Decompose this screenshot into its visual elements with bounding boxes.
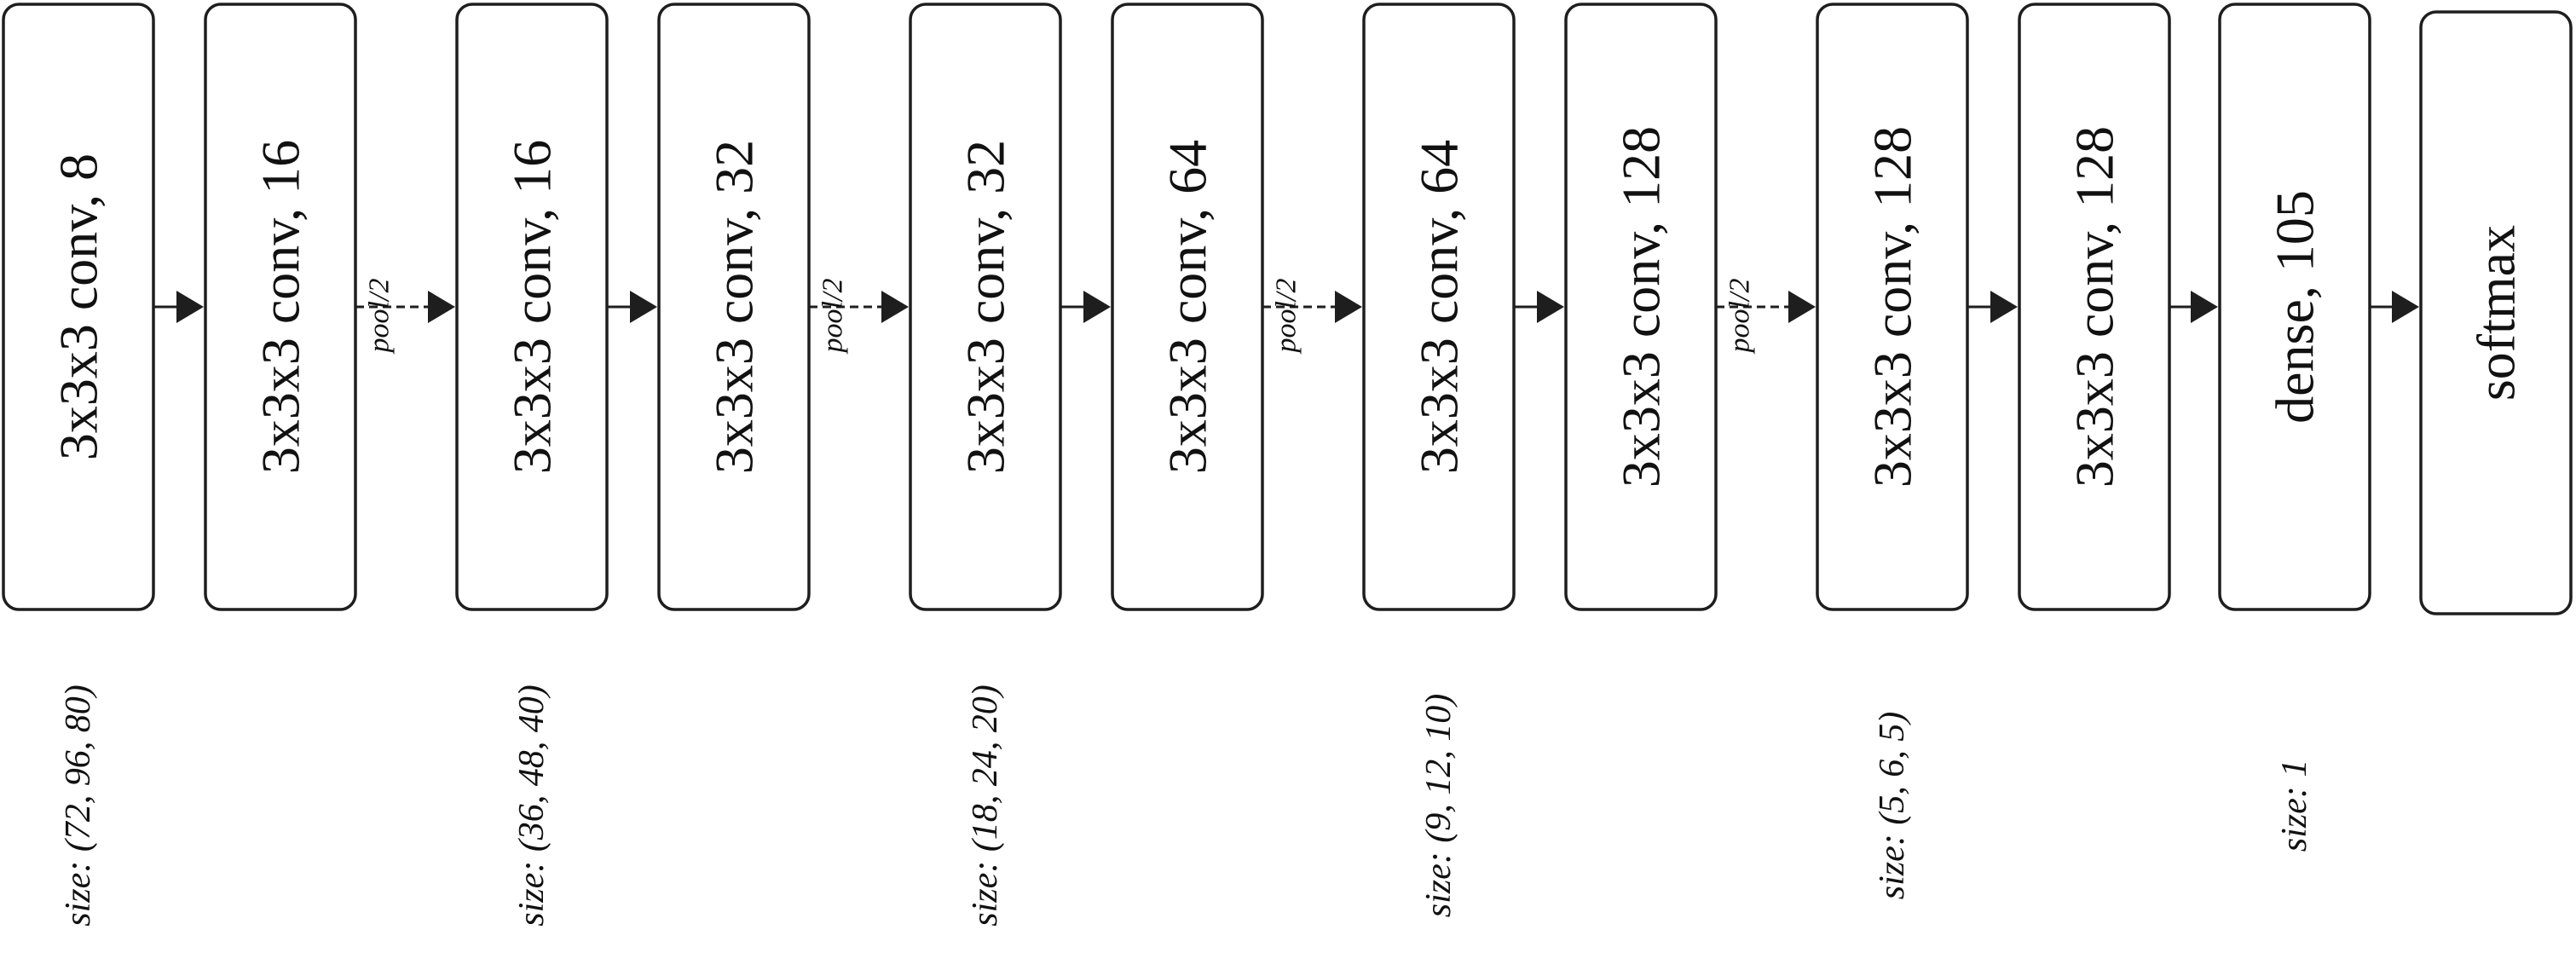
size-label-4: size: (9, 12, 10) [1419,694,1458,917]
pool-label-8: pool/2 [1724,279,1756,355]
arrow-head-6 [1335,291,1362,323]
layer-label-9: 3x3x3 conv, 128 [1863,126,1923,488]
pool-label-6: pool/2 [1271,279,1302,355]
size-label-1: size: (72, 96, 80) [59,684,98,926]
layer-label-10: 3x3x3 conv, 128 [2065,126,2125,488]
layer-label-11: dense, 105 [2265,190,2325,424]
arrow-head-4 [881,291,909,323]
arrow-head-9 [1990,291,2018,323]
arrow-head-3 [630,291,657,323]
layer-label-6: 3x3x3 conv, 64 [1158,140,1218,474]
arrow-head-11 [2392,291,2419,323]
layer-label-3: 3x3x3 conv, 16 [502,140,563,474]
layer-label-1: 3x3x3 conv, 8 [49,153,109,460]
layer-box-12 [2419,10,2573,615]
layer-label-12: softmax [2466,225,2527,401]
arrow-head-8 [1788,291,1816,323]
layer-label-2: 3x3x3 conv, 16 [251,140,311,474]
pool-label-4: pool/2 [817,279,849,355]
arrow-head-1 [176,291,204,323]
arrow-head-2 [428,291,455,323]
layer-label-8: 3x3x3 conv, 128 [1611,126,1672,488]
size-label-2: size: (36, 48, 40) [512,684,552,926]
size-label-6: size: 1 [2275,760,2314,852]
arrow-head-7 [1537,291,1564,323]
pool-label-2: pool/2 [364,279,396,355]
size-label-3: size: (18, 24, 20) [966,684,1005,926]
size-label-5: size: (5, 6, 5) [1873,712,1912,899]
arrow-head-10 [2191,291,2218,323]
layer-label-7: 3x3x3 conv, 64 [1409,140,1470,474]
layer-label-4: 3x3x3 conv, 32 [704,140,765,474]
layer-label-5: 3x3x3 conv, 32 [956,140,1016,474]
arrow-head-5 [1083,291,1111,323]
